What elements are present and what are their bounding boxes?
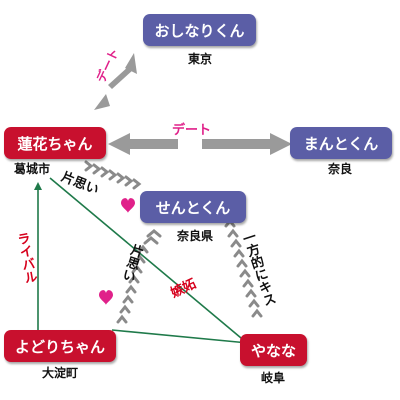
node-manto: まんとくん (290, 127, 392, 159)
label-date-mid: デート (172, 123, 212, 138)
node-sento: せんとくん (140, 191, 246, 223)
node-renka: 蓮花ちゃん (4, 127, 106, 159)
node-oshinari-label: おしなりくん (154, 21, 245, 40)
node-sento-label: せんとくん (155, 198, 231, 217)
node-oshinari-place: 東京 (187, 52, 212, 66)
kataomoi-chevrons-2 (116, 229, 162, 324)
date-arrow-mid (108, 133, 292, 155)
jealousy-line (49, 177, 249, 345)
node-yodori-place: 大淀町 (41, 366, 78, 380)
node-manto-label: まんとくん (303, 134, 379, 153)
node-yanana: やなな (240, 334, 307, 366)
heart-icon (99, 290, 113, 305)
node-yanana-label: やなな (250, 341, 296, 360)
node-yodori: よどりちゃん (4, 330, 116, 362)
heart-icon (121, 198, 135, 213)
node-yodori-label: よどりちゃん (14, 337, 105, 356)
node-manto-place: 奈良 (327, 162, 352, 176)
jealousy-line-2 (111, 329, 250, 347)
node-renka-place: 葛城市 (14, 162, 51, 176)
node-oshinari: おしなりくん (143, 14, 256, 46)
node-sento-place: 奈良県 (176, 229, 213, 243)
node-renka-label: 蓮花ちゃん (17, 134, 93, 153)
kataomoi-chevrons-1 (84, 160, 142, 190)
date-arrow-top (94, 53, 137, 110)
node-yanana-place: 岐阜 (260, 371, 285, 385)
kiss-chevrons (224, 218, 263, 318)
